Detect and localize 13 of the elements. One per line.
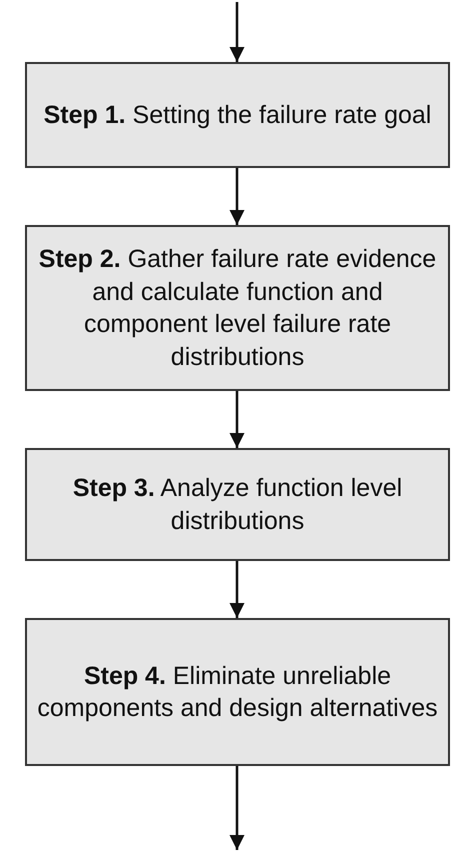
arrow — [230, 391, 244, 448]
step-text: Step 1. Setting the failure rate goal — [44, 100, 432, 131]
process-box — [25, 62, 450, 168]
step-text: Step 4. Eliminate unreliable components and design alternatives — [36, 660, 439, 724]
arrow — [230, 561, 244, 618]
arrow — [230, 168, 244, 225]
process-box — [25, 225, 450, 391]
step-text: Step 2. Gather failure rate evidence and calculate function and component level failure rate distributions — [38, 244, 438, 372]
step-text: Step 3. Analyze function level distributions — [72, 473, 404, 536]
arrow — [230, 2, 244, 62]
process-box — [25, 618, 450, 766]
arrow — [230, 766, 244, 850]
process-box — [25, 448, 450, 561]
